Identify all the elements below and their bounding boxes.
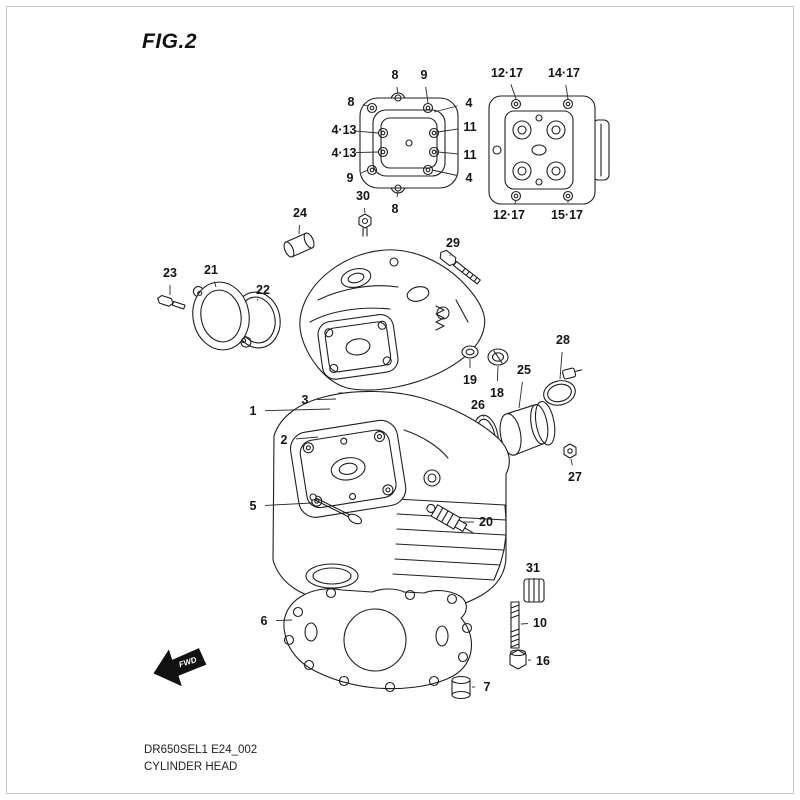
figure-code: DR650SEL1 E24_002 (144, 744, 258, 756)
leader-line (264, 408, 331, 412)
part-27-bolt (563, 443, 577, 459)
callout-26: 26 (471, 398, 485, 412)
callout-14·17: 14·17 (548, 66, 580, 80)
leader-line (437, 151, 459, 155)
leader-line (437, 128, 459, 133)
leader-line (275, 619, 293, 622)
leader-line (213, 281, 217, 288)
part-24-cam-end-cap (283, 232, 315, 258)
leader-line (363, 207, 366, 214)
leader-line (362, 104, 369, 107)
callout-3: 3 (302, 393, 309, 407)
callout-12·17: 12·17 (493, 208, 525, 222)
callout-2: 2 (281, 433, 288, 447)
part-25-intake-pipe (499, 400, 556, 456)
leader-line (264, 502, 313, 506)
callout-11: 11 (463, 120, 476, 134)
callout-11: 11 (463, 148, 476, 162)
cylinder-head-top-view (488, 95, 610, 205)
callout-6: 6 (261, 614, 268, 628)
part-5-valve (309, 493, 363, 525)
callout-4: 4 (466, 96, 473, 110)
leader-line (433, 105, 458, 113)
callout-31: 31 (526, 561, 540, 575)
callout-30: 30 (356, 189, 370, 203)
callout-22: 22 (256, 283, 270, 297)
callout-16: 16 (536, 654, 550, 668)
leader-line (355, 151, 379, 154)
camshaft-cover-3d (299, 249, 486, 391)
part-28-clamp (543, 367, 583, 406)
leader-line (496, 365, 499, 382)
part-20-spark-plug (426, 503, 474, 533)
callout-1: 1 (250, 404, 257, 418)
figure-title: FIG.2 (142, 30, 198, 53)
callout-7: 7 (484, 680, 491, 694)
callout-4·13: 4·13 (331, 123, 356, 137)
callout-8: 8 (348, 95, 355, 109)
callout-9: 9 (421, 68, 428, 82)
part-10-stud-bolt (510, 601, 520, 649)
callout-15·17: 15·17 (551, 208, 583, 222)
cylinder-head-3d (272, 390, 510, 614)
part-19-washer (461, 345, 479, 359)
part-6-head-gasket (283, 587, 473, 693)
callout-labels: 8 9 8 4 11 4·13 4·13 11 4 9 8 12·17 14·17 12·17 15·17 2… (163, 66, 583, 694)
leader-line (256, 298, 259, 301)
part-29-bolt (439, 249, 481, 285)
leader-lines (169, 84, 573, 688)
leader-line (396, 86, 399, 95)
fwd-arrow: FWD (153, 648, 207, 687)
callout-9: 9 (347, 171, 354, 185)
callout-28: 28 (556, 333, 570, 347)
callout-8: 8 (392, 202, 399, 216)
callout-21: 21 (204, 263, 218, 277)
part-21-side-cover (192, 281, 252, 351)
part-23-bolt (157, 294, 186, 310)
leader-line (559, 351, 563, 380)
callout-10: 10 (533, 616, 547, 630)
callout-27: 27 (568, 470, 582, 484)
callout-4·13: 4·13 (331, 146, 356, 160)
valve-cover-top-view (359, 92, 459, 194)
part-7-dowel-pin (451, 675, 471, 700)
leader-line (482, 415, 485, 418)
leader-line (565, 84, 569, 100)
leader-line (431, 169, 458, 176)
callout-8: 8 (392, 68, 399, 82)
leader-line (510, 84, 517, 100)
callout-24: 24 (293, 206, 307, 220)
callout-19: 19 (463, 373, 477, 387)
part-16-nut (509, 649, 527, 670)
callout-18: 18 (490, 386, 504, 400)
leader-line (570, 458, 573, 466)
callout-5: 5 (250, 499, 257, 513)
figure-caption: CYLINDER HEAD (144, 761, 238, 773)
callout-25: 25 (517, 363, 531, 377)
leader-line (518, 381, 523, 409)
callout-29: 29 (446, 236, 460, 250)
part-30-nut (358, 213, 372, 237)
leader-line (513, 200, 517, 205)
leader-line (295, 436, 319, 440)
part-18-plug-bolt (487, 348, 509, 366)
leader-line (360, 169, 369, 174)
callout-20: 20 (479, 515, 493, 529)
part-31-joint (523, 578, 545, 603)
leader-line (355, 130, 379, 134)
callout-12·17: 12·17 (491, 66, 523, 80)
leader-line (396, 190, 399, 198)
leader-line (316, 398, 337, 401)
callout-23: 23 (163, 266, 177, 280)
callout-4: 4 (466, 171, 473, 185)
leader-line (425, 86, 429, 104)
